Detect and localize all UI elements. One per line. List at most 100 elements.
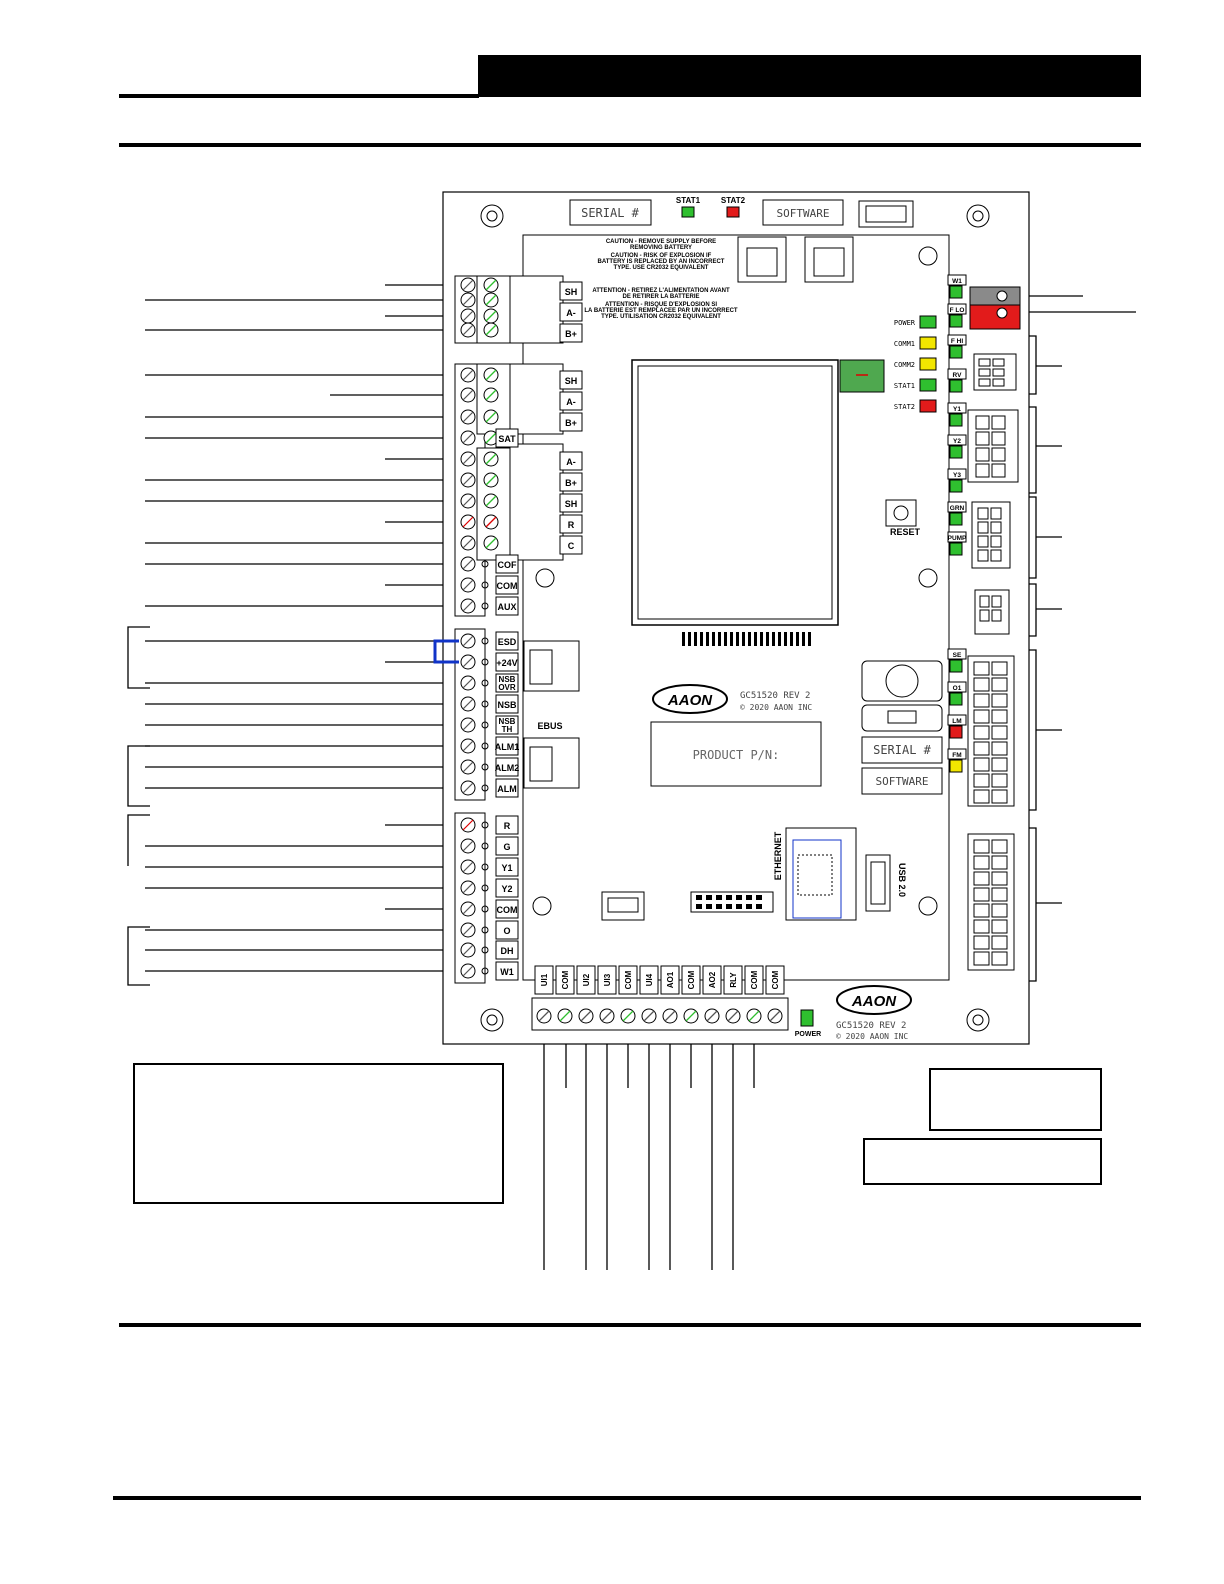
status-led (949, 285, 963, 299)
section-rule-bottom (119, 1323, 1141, 1327)
reset-label: RESET (890, 527, 921, 537)
bottom-terminal-label: AO2 (708, 971, 717, 988)
bottom-terminal-label: COM (624, 970, 633, 989)
header-band (478, 55, 1141, 97)
top-jacks (737, 236, 854, 283)
status-led (949, 692, 963, 706)
display-ribbon (682, 632, 811, 646)
status-led (949, 759, 963, 773)
svg-text:TYPE. UTILISATION CR2032 EQUIV: TYPE. UTILISATION CR2032 EQUIVALENT (601, 314, 721, 320)
terminal-label: ALM (497, 784, 517, 794)
left-screws (460, 277, 499, 979)
terminal-label: R (504, 821, 511, 831)
right-connector-cells (973, 358, 1008, 966)
esd-jumper (433, 639, 459, 664)
brand-logo-upper: AAON (667, 692, 713, 709)
right-terminal-label: RV (953, 372, 963, 379)
terminal-label: COF (498, 560, 518, 570)
terminal-label: Y1 (501, 863, 512, 873)
right-terminal-label: GRN (950, 505, 965, 512)
ebus-label: EBUS (537, 721, 562, 731)
callout-box-right-lower (863, 1138, 1102, 1185)
status-led-column: POWER COMM1 COMM2 STAT1 STAT2 (894, 315, 937, 413)
terminal-label: B+ (565, 329, 577, 339)
stat2-led (726, 206, 740, 218)
terminal-label: ALM2 (495, 763, 520, 773)
terminal-label: C (568, 541, 575, 551)
svg-text:DE RETIRER LA BATTERIE: DE RETIRER LA BATTERIE (622, 294, 699, 300)
svg-text:ATTENTION - RISQUE D'EXPLOSION: ATTENTION - RISQUE D'EXPLOSION SI (605, 302, 717, 308)
right-terminal-label: O1 (953, 685, 962, 692)
display-connector (839, 359, 885, 393)
terminal-label: SAT (498, 434, 516, 444)
part-number-lower: GC51520 REV 2 (836, 1021, 906, 1031)
bottom-terminal-label: UI1 (540, 973, 549, 986)
right-terminal-label: LM (952, 718, 961, 725)
part-number-upper: GC51520 REV 2 (740, 691, 810, 701)
usb-label: USB 2.0 (897, 863, 907, 897)
bottom-leader-lines (543, 1030, 755, 1270)
terminal-label: Y2 (501, 884, 512, 894)
right-terminal-label: Y3 (953, 472, 961, 479)
software-label-right: SOFTWARE (876, 775, 929, 788)
product-pn-label: PRODUCT P/N: (693, 748, 780, 762)
ethernet-label: ETHERNET (773, 831, 783, 880)
terminal-label: +24V (496, 658, 517, 668)
right-terminal-label: SE (953, 652, 962, 659)
terminal-label: O (503, 926, 510, 936)
terminal-label: COM (497, 905, 518, 915)
terminal-label: NSB (499, 675, 516, 684)
right-terminal-label: FM (952, 752, 961, 759)
svg-text:TYPE. USE CR2032 EQUIVALENT: TYPE. USE CR2032 EQUIVALENT (614, 265, 709, 271)
svg-text:CAUTION - RISK OF EXPLOSION IF: CAUTION - RISK OF EXPLOSION IF (611, 253, 712, 259)
copyright-lower: © 2020 AAON INC (836, 1032, 908, 1041)
status-led (949, 379, 963, 393)
terminal-label: SH (565, 287, 578, 297)
power-led-label: POWER (795, 1031, 821, 1038)
terminal-label: B+ (565, 478, 577, 488)
status-led (949, 314, 963, 328)
terminal-label: DH (501, 946, 514, 956)
svg-text:POWER: POWER (894, 319, 916, 327)
svg-text:STAT1: STAT1 (894, 382, 915, 390)
right-leader-lines (1000, 295, 1136, 982)
left-leader-lines (127, 284, 462, 986)
terminal-label: A- (566, 397, 576, 407)
section-rule-top (119, 143, 1141, 147)
caution-block: CAUTION - REMOVE SUPPLY BEFORE REMOVING … (584, 239, 738, 320)
bottom-terminal-label: AO1 (666, 971, 675, 988)
bottom-terminal-label: RLY (729, 972, 738, 988)
stat2-label: STAT2 (721, 196, 746, 205)
callout-box-left (133, 1063, 504, 1204)
svg-text:STAT2: STAT2 (894, 403, 915, 411)
svg-text:COMM1: COMM1 (894, 340, 915, 348)
svg-text:REMOVING BATTERY: REMOVING BATTERY (630, 245, 692, 251)
svg-text:COMM2: COMM2 (894, 361, 915, 369)
bottom-terminal-label: COM (771, 970, 780, 989)
j10-pins (696, 895, 762, 909)
bottom-terminal-label: UI4 (645, 973, 654, 986)
terminal-label: COM (497, 581, 518, 591)
svg-text:LA BATTERIE EST REMPLACEE PAR: LA BATTERIE EST REMPLACEE PAR UN INCORRE… (584, 308, 738, 314)
status-led (949, 512, 963, 526)
bottom-terminal-label: COM (750, 970, 759, 989)
status-led (949, 542, 963, 556)
status-led (949, 659, 963, 673)
software-label-top: SOFTWARE (777, 207, 830, 220)
bottom-terminal-label: UI2 (582, 973, 591, 986)
terminal-label: OVR (498, 683, 516, 692)
fuse-gray (969, 286, 1021, 306)
stat1-label: STAT1 (676, 196, 701, 205)
terminal-label: SH (565, 499, 578, 509)
footer-rule (113, 1496, 1141, 1500)
right-terminal-label: Y2 (953, 438, 961, 445)
terminal-label: A- (566, 308, 576, 318)
svg-text:BATTERY IS REPLACED BY AN INCO: BATTERY IS REPLACED BY AN INCORRECT (598, 259, 725, 265)
right-terminal-label: PUMP (948, 535, 967, 542)
right-terminal-label: W1 (952, 278, 962, 285)
terminal-label: A- (566, 457, 576, 467)
right-terminal-label: F HI (951, 338, 963, 345)
